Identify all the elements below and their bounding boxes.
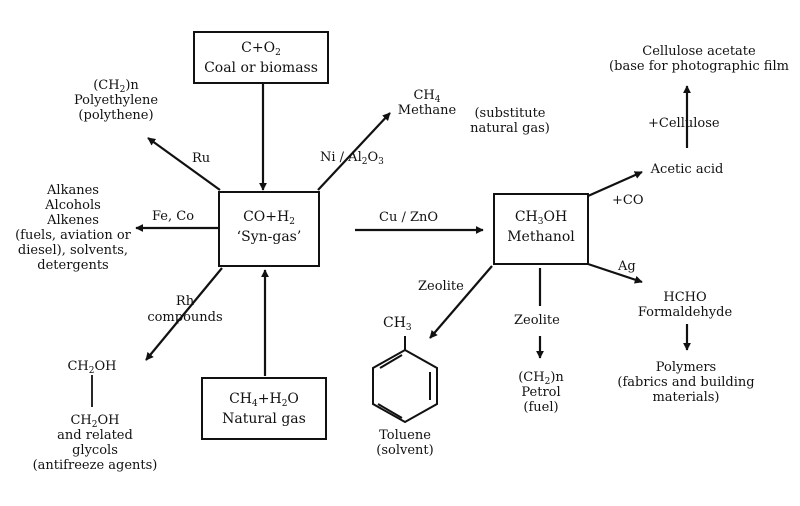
methanol-formula: CH3OH xyxy=(514,209,568,227)
alkanes-use-line1: (fuels, aviation or xyxy=(15,228,131,243)
syngas-box: CO+H2 ‘Syn-gas’ xyxy=(218,191,320,267)
coal-label: Coal or biomass xyxy=(204,60,318,76)
arrow-methanol-to-formaldehyde xyxy=(587,262,643,284)
alkenes-line: Alkenes xyxy=(47,213,99,228)
alkanes-product: Alkanes Alcohols Alkenes (fuels, aviatio… xyxy=(10,183,136,273)
arrow-syngas-to-methane xyxy=(317,112,391,191)
toluene-ch3: CH3 xyxy=(383,315,412,333)
cellulose-acetate-product: Cellulose acetate (base for photographic… xyxy=(606,44,792,74)
arrow-syngas-to-glycol xyxy=(145,267,223,361)
catalyst-cu-zno: Cu / ZnO xyxy=(379,210,439,225)
catalyst-ag: Ag xyxy=(618,259,636,274)
petrol-name: Petrol xyxy=(521,385,561,400)
catalyst-ru: Ru xyxy=(192,151,211,166)
polymers-line3: materials) xyxy=(652,390,720,405)
polyethylene-common-name: (polythene) xyxy=(78,108,154,123)
benzene-ring xyxy=(372,336,438,424)
polyethylene-name: Polyethylene xyxy=(73,93,159,108)
toluene-product: Toluene (solvent) xyxy=(365,428,445,458)
catalyst-fe-co: Fe, Co xyxy=(152,209,195,224)
methane-note-line1: (substitute xyxy=(474,106,546,121)
catalyst-rh-compounds: compounds xyxy=(147,310,223,325)
toluene-name: Toluene xyxy=(379,428,431,443)
reagent-co: +CO xyxy=(612,193,644,208)
polyethylene-product: (CH2)n Polyethylene (polythene) xyxy=(60,78,172,123)
alkanes-use-line2: diesel), solvents, xyxy=(17,243,129,258)
coal-biomass-box: C+O2 Coal or biomass xyxy=(193,31,329,84)
glycol-product: CH2OH and related glycols (antifreeze ag… xyxy=(30,413,160,473)
methane-name: Methane xyxy=(397,103,457,118)
methane-product: CH4 Methane xyxy=(392,88,462,118)
methanol-box: CH3OH Methanol xyxy=(493,193,589,265)
arrow-methanol-to-toluene xyxy=(429,265,493,339)
glycol-bottom-formula: CH2OH xyxy=(70,413,120,430)
petrol-use: (fuel) xyxy=(523,400,559,415)
polymers-product: Polymers (fabrics and building materials… xyxy=(612,360,760,405)
acetic-acid-product: Acetic acid xyxy=(650,162,724,177)
alcohols-line: Alcohols xyxy=(45,198,101,213)
petrol-formula: (CH2)n xyxy=(518,370,564,387)
natural-gas-label: Natural gas xyxy=(222,411,306,427)
arrow-syngas-to-polyethylene xyxy=(147,137,221,191)
methane-formula: CH4 xyxy=(413,88,441,105)
methanol-label: Methanol xyxy=(507,229,575,245)
formaldehyde-name: Formaldehyde xyxy=(637,305,733,320)
polymers-line2: (fabrics and building xyxy=(617,375,755,390)
polyethylene-formula: (CH2)n xyxy=(93,78,139,95)
cellulose-acetate-name: Cellulose acetate xyxy=(642,44,756,59)
catalyst-zeolite-petrol: Zeolite xyxy=(514,313,560,328)
coal-formula: C+O2 xyxy=(241,40,281,58)
polymers-line1: Polymers xyxy=(655,360,717,375)
catalyst-rh: Rh xyxy=(175,294,195,309)
catalyst-ni-al2o3: Ni / Al2O3 xyxy=(320,150,384,167)
methane-note: (substitute natural gas) xyxy=(462,106,558,136)
formaldehyde-product: HCHO Formaldehyde xyxy=(630,290,740,320)
methane-note-line2: natural gas) xyxy=(470,121,550,136)
glycol-top-formula: CH2OH xyxy=(67,359,117,376)
glycol-line2: glycols xyxy=(72,443,118,458)
syngas-formula: CO+H2 xyxy=(243,209,295,227)
petrol-product: (CH2)n Petrol (fuel) xyxy=(506,370,576,415)
catalyst-zeolite-toluene: Zeolite xyxy=(418,279,464,294)
glycol-line3: (antifreeze agents) xyxy=(32,458,158,473)
syngas-label: ‘Syn-gas’ xyxy=(236,229,302,245)
natural-gas-formula: CH4+H2O xyxy=(229,391,299,409)
glycol-line1: and related xyxy=(57,428,133,443)
reagent-cellulose: +Cellulose xyxy=(648,116,720,131)
alkanes-use-line3: detergents xyxy=(37,258,109,273)
cellulose-acetate-use: (base for photographic film xyxy=(609,59,789,74)
natural-gas-box: CH4+H2O Natural gas xyxy=(201,377,327,440)
arrow-methanol-to-acetic xyxy=(587,170,643,198)
alkanes-line: Alkanes xyxy=(47,183,99,198)
formaldehyde-formula: HCHO xyxy=(663,290,707,305)
toluene-use: (solvent) xyxy=(376,443,434,458)
